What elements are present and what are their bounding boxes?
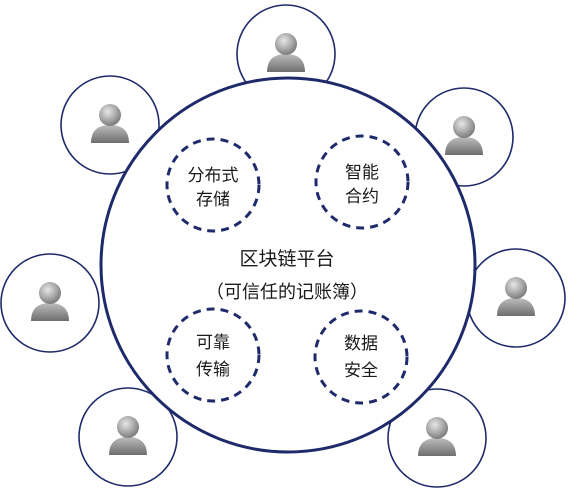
user-icon xyxy=(445,116,483,155)
feature-label-line: 安全 xyxy=(344,361,378,381)
participant-node xyxy=(387,388,487,488)
feature-distributed-storage: 分布式 存储 xyxy=(165,137,261,233)
user-icon xyxy=(109,416,147,455)
platform-subtitle: （可信任的记账簿） xyxy=(206,282,368,303)
platform-title: 区块链平台 xyxy=(239,248,334,270)
feature-data-security: 数据 安全 xyxy=(313,309,409,405)
feature-label-line: 存储 xyxy=(196,190,230,210)
feature-label-line: 数据 xyxy=(344,334,378,354)
user-icon xyxy=(418,417,456,456)
feature-label-line: 合约 xyxy=(345,187,379,207)
feature-reliable-transfer: 可靠 传输 xyxy=(165,307,261,403)
user-icon xyxy=(267,33,305,72)
feature-label-line: 传输 xyxy=(196,360,230,380)
participant-node xyxy=(78,387,178,487)
participant-node xyxy=(0,253,100,353)
feature-label-line: 分布式 xyxy=(188,166,239,186)
user-icon xyxy=(91,104,129,143)
feature-smart-contract: 智能 合约 xyxy=(314,134,410,230)
platform-circle xyxy=(99,76,477,454)
feature-label-line: 可靠 xyxy=(196,333,230,353)
user-icon xyxy=(497,277,535,316)
participant-node xyxy=(60,75,160,175)
user-icon xyxy=(31,282,69,321)
feature-label-line: 智能 xyxy=(345,163,379,183)
participant-node xyxy=(466,248,566,348)
